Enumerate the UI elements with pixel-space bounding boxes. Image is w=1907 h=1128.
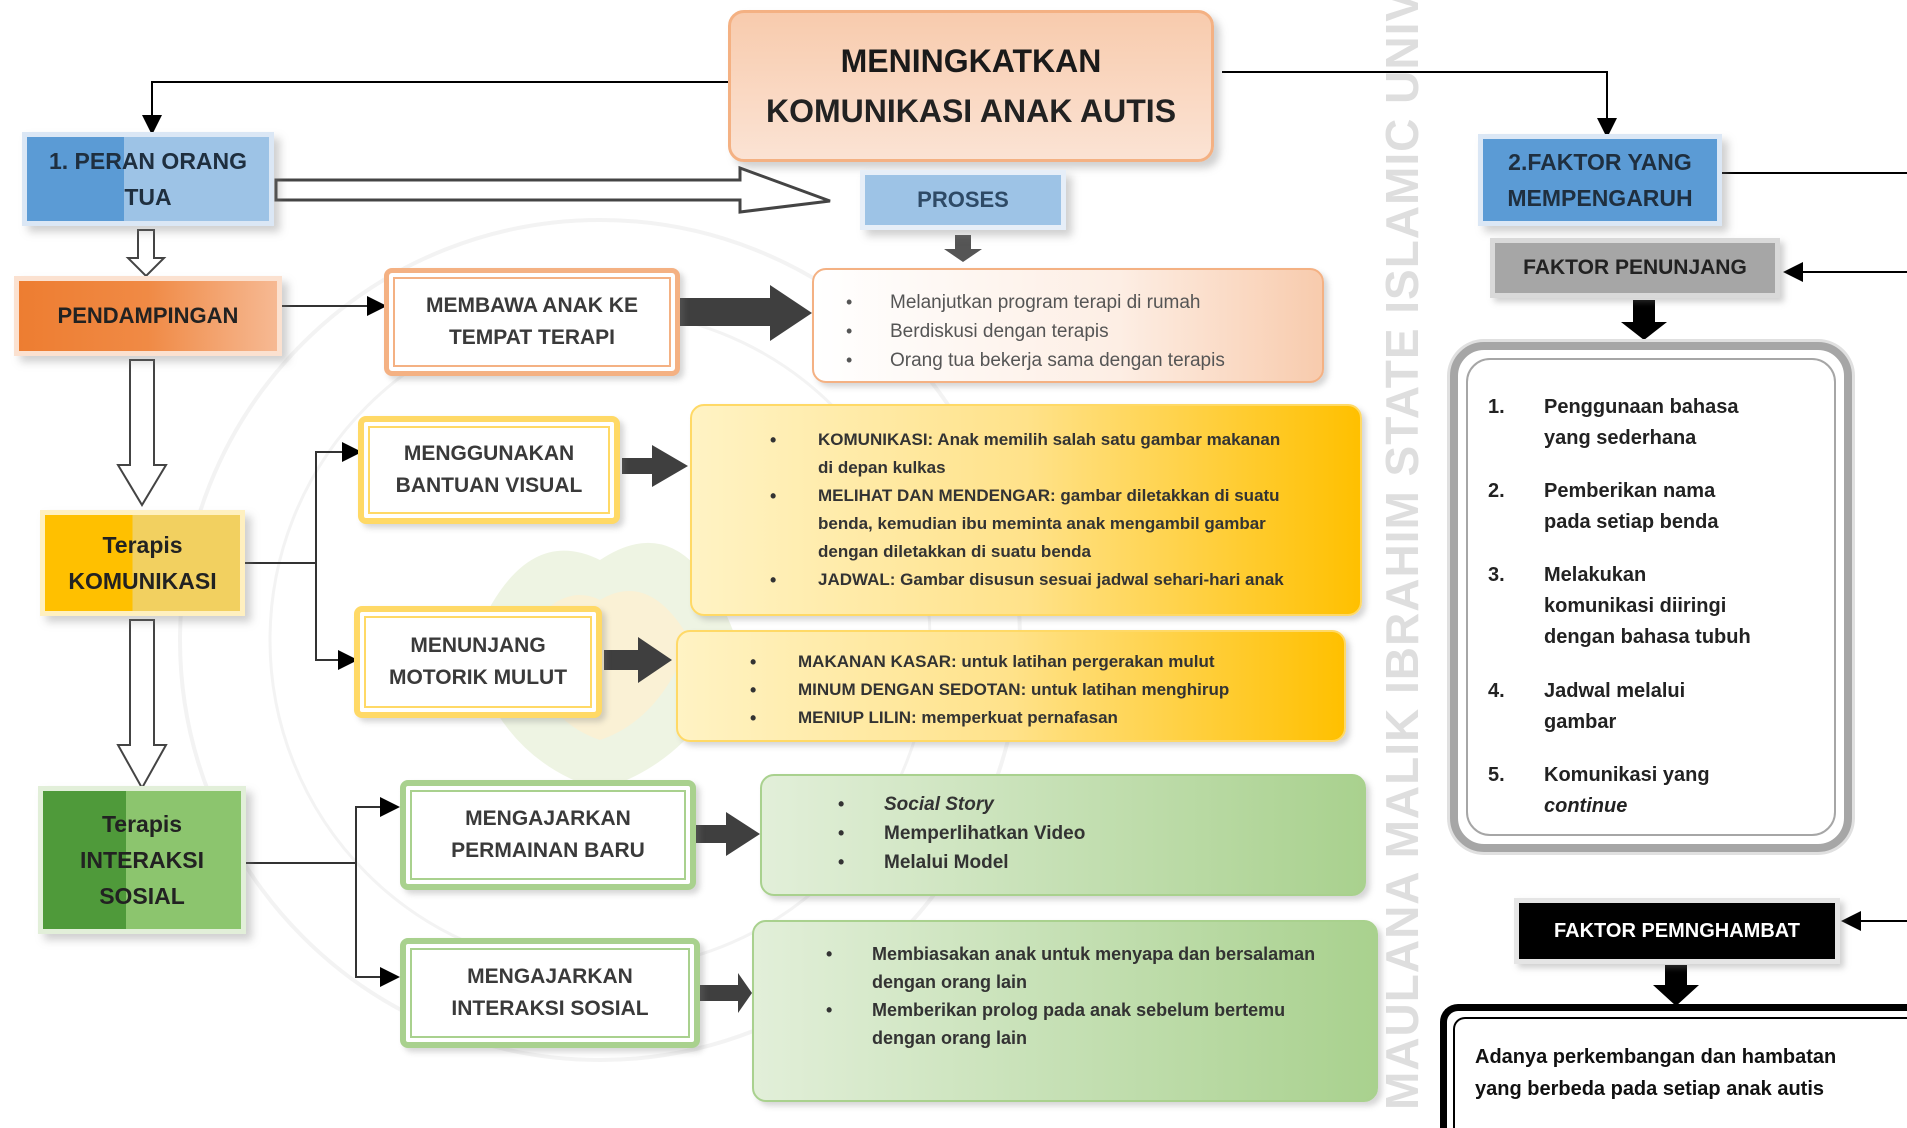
permainan-inner: MENGAJARKAN PERMAINAN BARU (410, 790, 686, 880)
terapis-sosial-line1: Terapis (101, 811, 183, 837)
visual-items-list: •KOMUNIKASI: Anak memilih salah satu gam… (770, 426, 1284, 594)
permainan-item: •Memperlihatkan Video (838, 823, 1086, 844)
main-title-line2: KOMUNIKASI ANAK AUTIS (765, 93, 1177, 129)
membawa-inner: MEMBAWA ANAK KE TEMPAT TERAPI (393, 277, 671, 367)
motorik-line2: MOTORIK MULUT (388, 666, 568, 689)
pendampingan-label: PENDAMPINGAN (57, 303, 239, 328)
motorik-item: •MINUM DENGAN SEDOTAN: untuk latihan men… (750, 680, 1230, 700)
membawa-line2: TEMPAT TERAPI (448, 326, 616, 349)
pendampingan-box: PENDAMPINGAN (14, 276, 282, 356)
visual-items-panel: •KOMUNIKASI: Anak memilih salah satu gam… (690, 404, 1362, 616)
peran-down-arrow (125, 229, 167, 278)
interaksi-line2: INTERAKSI SOSIAL (451, 997, 649, 1020)
proses-box: PROSES (860, 170, 1066, 230)
main-title-box: MENINGKATKAN KOMUNIKASI ANAK AUTIS (728, 10, 1214, 162)
penghambat-down-arrow (1653, 965, 1699, 1006)
visual-item: •JADWAL: Gambar disusun sesuai jadwal se… (770, 570, 1284, 590)
proses-items-panel: •Melanjutkan program terapi di rumah •Be… (812, 268, 1324, 383)
motorik-line1: MENUNJANG (410, 634, 546, 657)
permainan-to-items-arrow (696, 812, 760, 856)
sosial-branch-top (355, 797, 400, 863)
permainan-items-list: •Social Story •Memperlihatkan Video •Mel… (838, 790, 1086, 877)
interaksi-inner: MENGAJARKAN INTERAKSI SOSIAL (410, 948, 690, 1038)
pendampingan-down-arrow (116, 359, 168, 507)
bantuan-visual-line1: MENGGUNAKAN (403, 442, 575, 465)
motorik-item: •MAKANAN KASAR: untuk latihan pergerakan… (750, 652, 1215, 672)
membawa-to-items-arrow (680, 285, 812, 341)
faktor-penunjang-box: FAKTOR PENUNJANG (1490, 238, 1780, 298)
permainan-items-panel: •Social Story •Memperlihatkan Video •Mel… (760, 774, 1366, 896)
permainan-line2: PERMAINAN BARU (451, 839, 645, 862)
interaksi-line1: MENGAJARKAN (467, 965, 633, 988)
motorik-to-items-arrow (604, 637, 672, 683)
terapis-komunikasi-line2: KOMUNIKASI (68, 568, 217, 594)
motorik-mulut-box: MENUNJANG MOTORIK MULUT (354, 606, 602, 718)
permainan-baru-box: MENGAJARKAN PERMAINAN BARU (400, 780, 696, 890)
title-to-faktor-line (1222, 71, 1617, 138)
bantuan-visual-box: MENGGUNAKAN BANTUAN VISUAL (358, 416, 620, 524)
terapis-sosial-box: Terapis INTERAKSI SOSIAL (38, 786, 246, 934)
membawa-line1: MEMBAWA ANAK KE (426, 294, 638, 317)
faktor-penghambat-box: FAKTOR PEMNGHAMBAT (1514, 898, 1840, 964)
faktor-line1: 2.FAKTOR YANG (1508, 149, 1692, 175)
interaksi-items-panel: •Membiasakan anak untuk menyapa dan bers… (752, 920, 1378, 1102)
membawa-box: MEMBAWA ANAK KE TEMPAT TERAPI (384, 268, 680, 376)
peran-line1: 1. PERAN ORANG (48, 148, 248, 174)
penunjang-down-arrow (1621, 300, 1667, 340)
permainan-line1: MENGAJARKAN (465, 807, 631, 830)
penghambat-text-inner: Adanya perkembangan dan hambatan yang be… (1453, 1017, 1907, 1128)
proses-item: •Berdiskusi dengan terapis (846, 321, 1109, 342)
proses-label: PROSES (917, 187, 1009, 212)
faktor-line2: MEMPENGARUH (1507, 185, 1693, 211)
peran-orang-tua-box: 1. PERAN ORANG TUA (22, 132, 274, 226)
permainan-item: •Social Story (838, 794, 994, 815)
faktor-penghambat-label: FAKTOR PEMNGHAMBAT (1554, 919, 1800, 942)
komunikasi-down-arrow (116, 619, 168, 791)
peran-to-proses-arrow (274, 165, 831, 214)
terapis-sosial-line2: INTERAKSI (80, 847, 204, 873)
terapis-komunikasi-box: Terapis KOMUNIKASI (40, 510, 245, 616)
penghambat-text-box: Adanya perkembangan dan hambatan yang be… (1440, 1004, 1907, 1128)
proses-items-list: •Melanjutkan program terapi di rumah •Be… (846, 288, 1225, 375)
interaksi-sosial-box: MENGAJARKAN INTERAKSI SOSIAL (400, 938, 700, 1048)
faktor-box: 2.FAKTOR YANG MEMPENGARUH (1478, 134, 1722, 226)
proses-down-arrow (944, 235, 982, 262)
permainan-item: •Melalui Model (838, 852, 1009, 873)
main-title-line1: MENINGKATKAN (840, 43, 1102, 79)
bantuan-visual-inner: MENGGUNAKAN BANTUAN VISUAL (368, 426, 610, 514)
sosial-branch-bottom (355, 863, 400, 987)
bantuan-visual-line2: BANTUAN VISUAL (395, 474, 583, 497)
title-to-peran-line (142, 81, 728, 135)
visual-item: •MELIHAT DAN MENDENGAR: gambar diletakka… (770, 486, 1280, 561)
visual-item: •KOMUNIKASI: Anak memilih salah satu gam… (770, 430, 1281, 477)
peran-line2: TUA (124, 184, 172, 210)
interaksi-to-items-arrow (700, 973, 752, 1013)
interaksi-items-list: •Membiasakan anak untuk menyapa dan bers… (826, 940, 1316, 1052)
motorik-items-list: •MAKANAN KASAR: untuk latihan pergerakan… (750, 648, 1230, 732)
motorik-items-panel: •MAKANAN KASAR: untuk latihan pergerakan… (676, 630, 1346, 742)
motorik-item: •MENIUP LILIN: memperkuat pernafasan (750, 708, 1118, 728)
visual-to-items-arrow (622, 445, 688, 487)
proses-item: •Melanjutkan program terapi di rumah (846, 292, 1201, 313)
terapis-komunikasi-line1: Terapis (102, 532, 183, 558)
interaksi-item: •Memberikan prolog pada anak sebelum ber… (826, 1000, 1286, 1048)
proses-item: •Orang tua bekerja sama dengan terapis (846, 350, 1225, 371)
faktor-penunjang-label: FAKTOR PENUNJANG (1523, 256, 1747, 279)
komunikasi-branch-top (245, 442, 362, 564)
komunikasi-branch-bottom (315, 563, 358, 670)
interaksi-item: •Membiasakan anak untuk menyapa dan bers… (826, 944, 1316, 992)
terapis-sosial-line3: SOSIAL (99, 883, 185, 909)
motorik-mulut-inner: MENUNJANG MOTORIK MULUT (364, 616, 592, 708)
